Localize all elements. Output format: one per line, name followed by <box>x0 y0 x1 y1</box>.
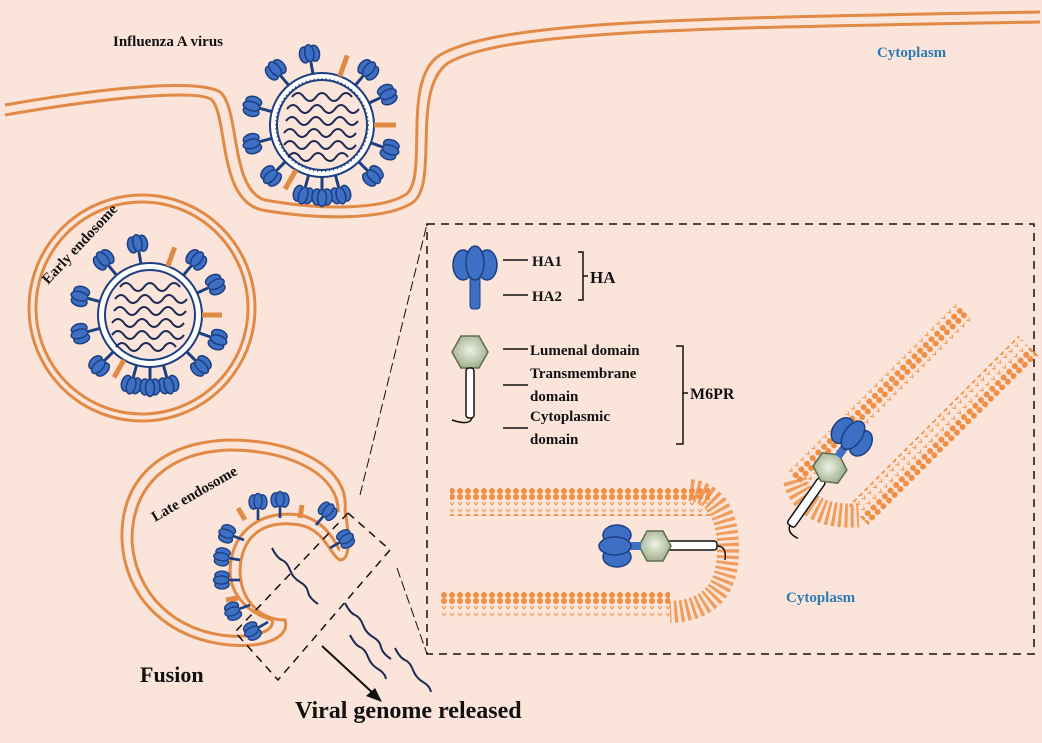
release-arrow <box>321 645 382 702</box>
legend-cytoplasmic-2: domain <box>530 432 579 448</box>
legend-lumenal: Lumenal domain <box>530 343 640 359</box>
legend-ha1: HA1 <box>532 254 562 270</box>
early-endosome <box>27 193 257 423</box>
legend-ha2: HA2 <box>532 289 562 305</box>
legend-transmembrane-2: domain <box>530 389 579 405</box>
late-endosome-spikes <box>210 490 359 645</box>
ha-m6pr-complex-angled <box>787 416 874 539</box>
lipid-bilayer-horizontal <box>440 479 740 623</box>
genome-released-label: Viral genome released <box>295 698 522 724</box>
zoom-connectors <box>359 223 428 655</box>
legend-m6pr: M6PR <box>690 386 735 403</box>
influenza-virus-top <box>239 41 404 208</box>
legend-ha: HA <box>590 268 616 287</box>
plasma-membrane <box>4 10 1041 219</box>
zoom-box <box>233 223 1035 682</box>
fusion-label: Fusion <box>140 662 204 687</box>
viral-genome-strands <box>271 547 432 693</box>
ha-legend-icon <box>452 245 498 310</box>
legend-transmembrane-1: Transmembrane <box>530 366 637 382</box>
late-endosome <box>120 438 350 647</box>
cytoplasm-label-inset: Cytoplasm <box>786 590 856 606</box>
legend-cytoplasmic-1: Cytoplasmic <box>530 409 610 425</box>
lipid-bilayer-angled <box>783 300 1039 528</box>
ha-m6pr-complex-horizontal <box>598 524 727 568</box>
cytoplasm-label-top: Cytoplasm <box>877 45 947 61</box>
legend-leaders <box>503 251 688 445</box>
m6pr-legend-icon <box>451 335 489 424</box>
influenza-label: Influenza A virus <box>113 34 223 50</box>
